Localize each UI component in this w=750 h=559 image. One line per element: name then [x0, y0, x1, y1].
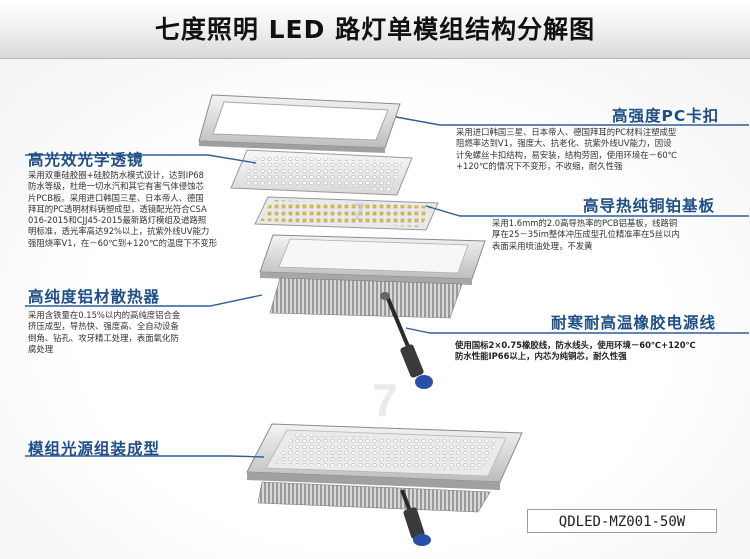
cable-line: 防水性能IP66以上，内芯为纯铜芯，耐久性强	[455, 351, 627, 362]
heatsink-line: 倒角、钻孔、攻牙精工处理，表面氧化防	[28, 332, 179, 343]
pcb-heading: 高导热纯铜铂基板	[583, 197, 716, 215]
pc-clip-line: 阻燃率达到V1，强度大、抗老化、抗紫外线UV能力，因设	[456, 138, 672, 149]
heatsink-line: 腐处理	[28, 343, 54, 354]
watermark-logo: 7	[372, 374, 398, 426]
pc-clip-line: 计免螺丝卡扣结构，易安装，结构劳固，使用环境在－60℃	[456, 149, 678, 160]
optics-line: 采用双重硅胶圈+硅胶防水模式设计，达到IP68	[28, 170, 204, 180]
heatsink-description: 采用含铁量在0.15%以内的高纯度铝合金 挤压成型，导热快、强度高、全自动设备 …	[28, 310, 180, 355]
pc-clip-frame-illustration	[198, 94, 401, 153]
model-code-label: QDLED-MZ001-50W	[527, 509, 717, 533]
optics-description: 采用双重硅胶圈+硅胶防水模式设计，达到IP68 防水等级，杜绝一切水汽和其它有害…	[28, 170, 217, 249]
pc-clip-line: 采用进口韩国三星、日本帝人、德国拜耳的PC材料注塑成型	[456, 127, 677, 137]
optics-line: 防水等级，杜绝一切水汽和其它有害气体侵蚀芯	[28, 181, 204, 192]
heatsink-heading: 高纯度铝材散热器	[28, 288, 161, 306]
optics-line: 明标准，透光率高达92%以上，抗紫外线UV能力	[28, 226, 210, 237]
pcb-description: 采用1.6mm的2.0高导热率的PCB铝基板，线路铜 厚在25－35im整体冲压…	[492, 218, 680, 252]
optics-line: 016-2015和CJJ45-2015最新路灯模组及道路照	[28, 215, 207, 226]
cable-line: 使用国标2×0.75橡胶线，防水线头，使用环境－60℃+120℃	[455, 340, 696, 350]
assembly-heading: 模组光源组装成型	[28, 440, 161, 458]
leader-lines	[25, 116, 749, 458]
heatsink-line: 采用含铁量在0.15%以内的高纯度铝合金	[28, 310, 181, 320]
pc-clip-line: +120℃的情况下不变形，不收缩，耐久性强	[456, 160, 623, 171]
svg-text:7: 7	[352, 199, 365, 226]
optics-line: 片PCB板。采用进口韩国三星、日本帝人、德国	[28, 192, 204, 203]
cable-heading: 耐寒耐高温橡胶电源线	[551, 314, 717, 332]
pcb-board-illustration: 7	[254, 196, 439, 231]
optics-line: 强阻烧率V1，在－60℃到+120℃的温度下不变形	[28, 237, 218, 248]
optical-lens-illustration	[230, 149, 413, 196]
cable-description: 使用国标2×0.75橡胶线，防水线头，使用环境－60℃+120℃ 防水性能IP6…	[455, 340, 696, 363]
heatsink-line: 挤压成型，导热快、强度高、全自动设备	[28, 321, 179, 332]
optics-line: 拜耳的PC透明材料铸塑成型，透镜配光符合CSA	[28, 203, 207, 214]
page-title: 七度照明 LED 路灯单模组结构分解图	[154, 15, 596, 44]
pc-clip-heading: 高强度PC卡扣	[612, 107, 720, 125]
power-cable-illustration	[380, 292, 433, 389]
title-bar: 七度照明 LED 路灯单模组结构分解图	[0, 0, 750, 59]
watermark-logo-text: 7	[372, 374, 398, 426]
pcb-line: 表面采用喷油处理，不发黄	[492, 240, 593, 251]
pcb-line: 厚在25－35im整体冲压成型孔位精准率在5丝以内	[492, 229, 680, 240]
optics-heading: 高光效光学透镜	[28, 151, 144, 169]
pc-clip-description: 采用进口韩国三星、日本帝人、德国拜耳的PC材料注塑成型 阻燃率达到V1，强度大、…	[456, 127, 677, 172]
pcb-line: 采用1.6mm的2.0高导热率的PCB铝基板，线路铜	[492, 218, 678, 228]
heatsink-illustration	[259, 234, 486, 319]
assembled-module-illustration	[246, 423, 523, 546]
